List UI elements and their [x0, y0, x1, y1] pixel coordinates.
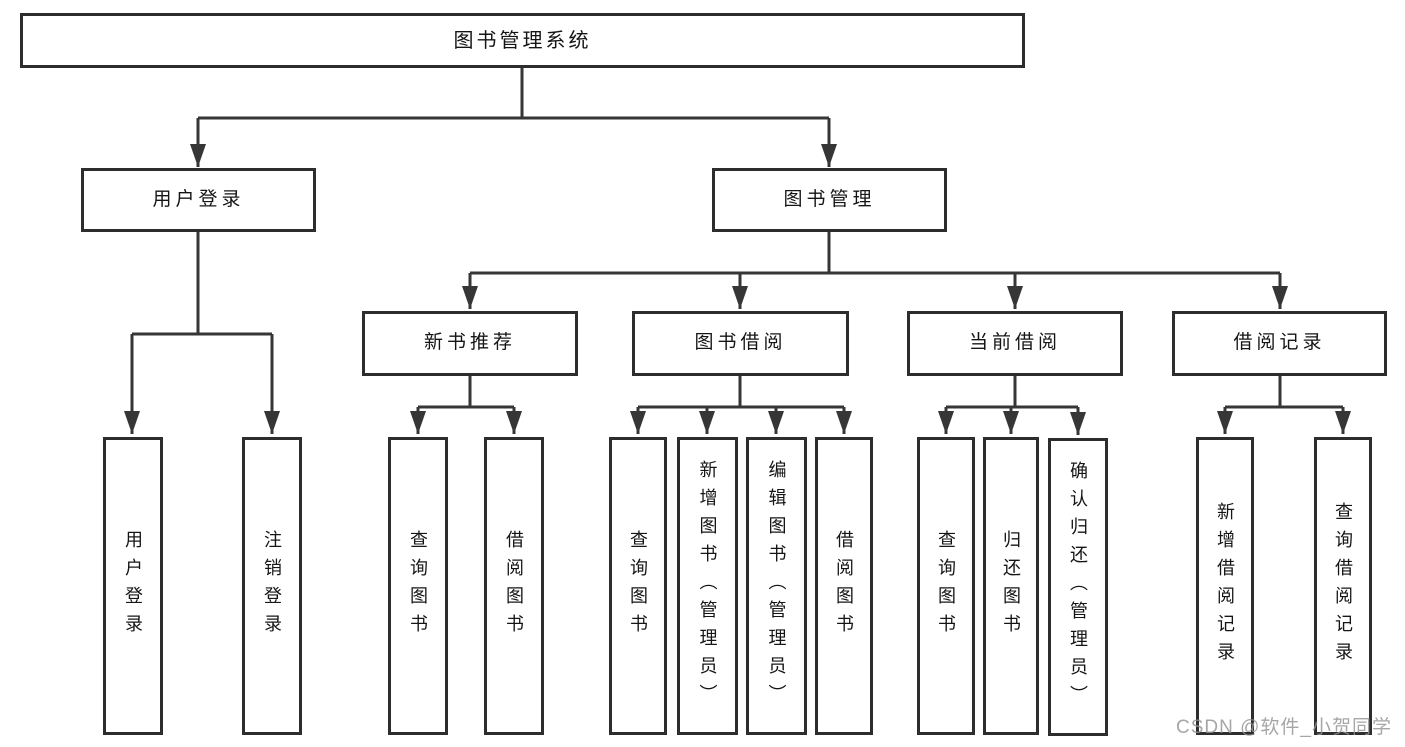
- leaf-br-add-record: 新增借阅记录: [1196, 437, 1254, 735]
- leaf-bb-query-books: 查询图书: [609, 437, 667, 735]
- connector-user-login-to-leaves: [124, 232, 280, 434]
- leaf-logout: 注销登录: [242, 437, 302, 735]
- node-book-management: 图书管理: [712, 168, 947, 232]
- leaf-br-query-record: 查询借阅记录: [1314, 437, 1372, 735]
- connector-book-borrow-to-leaves: [630, 376, 852, 434]
- leaf-cb-return-books: 归还图书: [983, 437, 1039, 735]
- connector-new-book-recommend-to-leaves: [410, 376, 522, 434]
- node-borrow-records: 借阅记录: [1172, 311, 1387, 376]
- connector-borrow-records-to-leaves: [1217, 376, 1351, 434]
- connector-root-to-level2: [190, 68, 837, 167]
- node-new-book-recommend: 新书推荐: [362, 311, 578, 376]
- node-current-borrow: 当前借阅: [907, 311, 1123, 376]
- node-user-login: 用户登录: [81, 168, 316, 232]
- leaf-bb-edit-books-admin: 编辑图书（管理员）: [746, 437, 807, 735]
- leaf-cb-query-books: 查询图书: [917, 437, 975, 735]
- leaf-bb-borrow-books: 借阅图书: [815, 437, 873, 735]
- leaf-bb-add-books-admin: 新增图书（管理员）: [677, 437, 738, 735]
- node-book-borrow: 图书借阅: [632, 311, 849, 376]
- csdn-watermark: CSDN @软件_小贺同学: [1176, 717, 1392, 738]
- leaf-nbr-query-books: 查询图书: [388, 437, 448, 735]
- node-root: 图书管理系统: [20, 13, 1025, 68]
- leaf-cb-confirm-return-admin: 确认归还（管理员）: [1048, 438, 1108, 736]
- leaf-user-login: 用户登录: [103, 437, 163, 735]
- connector-current-borrow-to-leaves: [938, 376, 1086, 435]
- connector-book-management-to-level3: [462, 232, 1288, 309]
- leaf-nbr-borrow-books: 借阅图书: [484, 437, 544, 735]
